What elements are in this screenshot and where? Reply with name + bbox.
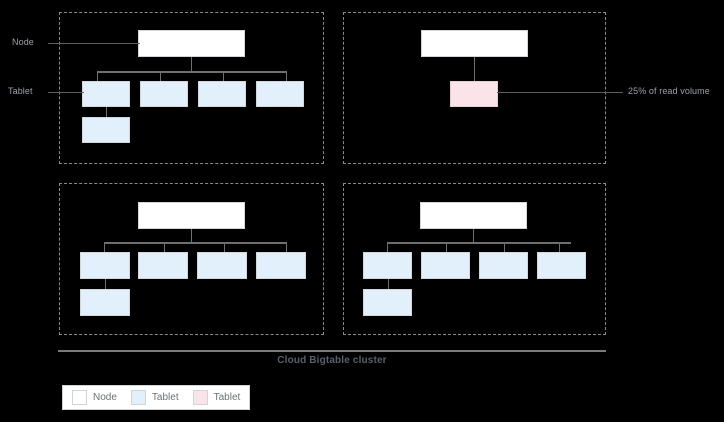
node-box-bl [138,202,245,229]
cluster-quadrant-top-right [343,12,606,164]
tablet-box-br-2 [421,252,470,279]
cluster-quadrant-bottom-left [59,183,324,335]
legend: Node Tablet Tablet [62,385,251,410]
callout-line-hot [497,92,623,93]
tablet-box-bl-5 [80,289,130,316]
connector-node-stem-bl [191,229,192,243]
tablet-box-tl-5 [82,117,130,143]
connector-node-stem-tl [191,57,192,72]
connector-drop-bl-1 [104,242,105,252]
legend-swatch-hot-tablet [192,390,208,405]
legend-item-hot-tablet: Tablet [192,390,241,405]
node-box-tr [421,30,528,57]
tablet-box-bl-3 [197,252,247,279]
cluster-caption: Cloud Bigtable cluster [277,355,387,366]
legend-item-tablet: Tablet [130,390,179,405]
legend-label-node: Node [93,392,117,403]
connector-drop-tl-4 [286,71,287,81]
tablet-box-bl-4 [256,252,306,279]
connector-drop-br-1 [387,242,388,252]
connector-drop-br-4 [559,242,560,252]
connector-bus-br [387,242,571,244]
connector-drop-tl-3 [223,71,224,81]
tablet-box-bl-1 [80,252,130,279]
connector-drop-bl-3 [224,242,225,252]
tablet-box-tl-4 [256,81,304,107]
callout-line-tablet [48,92,84,93]
connector-drop-tl-2 [160,71,161,81]
connector-drop-br-2 [446,242,447,252]
callout-label-hot: 25% of read volume [628,86,710,96]
connector-bus-bl [104,242,286,244]
node-box-br [420,202,527,229]
tablet-box-br-3 [479,252,528,279]
tablet-box-br-4 [537,252,586,279]
node-box-tl [138,30,245,57]
cluster-divider-rule [58,350,606,352]
legend-item-node: Node [72,390,117,405]
callout-label-tablet: Tablet [8,86,33,96]
callout-line-node [48,43,140,44]
tablet-box-tl-2 [140,81,188,107]
tablet-box-br-5 [363,289,412,316]
legend-label-tablet: Tablet [151,392,179,403]
tablet-box-tl-1 [82,81,130,107]
cluster-quadrant-top-left [59,12,324,164]
connector-node-stem-tr [474,57,475,81]
tablet-box-bl-2 [138,252,188,279]
connector-drop-tl-1 [97,71,98,81]
connector-drop-bl-4 [286,242,287,252]
callout-label-node: Node [12,37,34,47]
legend-swatch-tablet [130,390,146,405]
cluster-quadrant-bottom-right [343,183,606,335]
connector-drop-tl-5 [106,107,107,117]
tablet-box-tl-3 [198,81,246,107]
connector-bus-tl [97,71,286,73]
connector-node-stem-br [473,229,474,243]
connector-drop-br-5 [388,279,389,289]
tablet-box-br-1 [363,252,412,279]
connector-drop-bl-2 [164,242,165,252]
connector-drop-br-3 [504,242,505,252]
legend-swatch-node [72,390,87,405]
hot-tablet-box-tr [450,81,498,107]
connector-drop-bl-5 [105,279,106,289]
legend-label-hot-tablet: Tablet [213,392,241,403]
